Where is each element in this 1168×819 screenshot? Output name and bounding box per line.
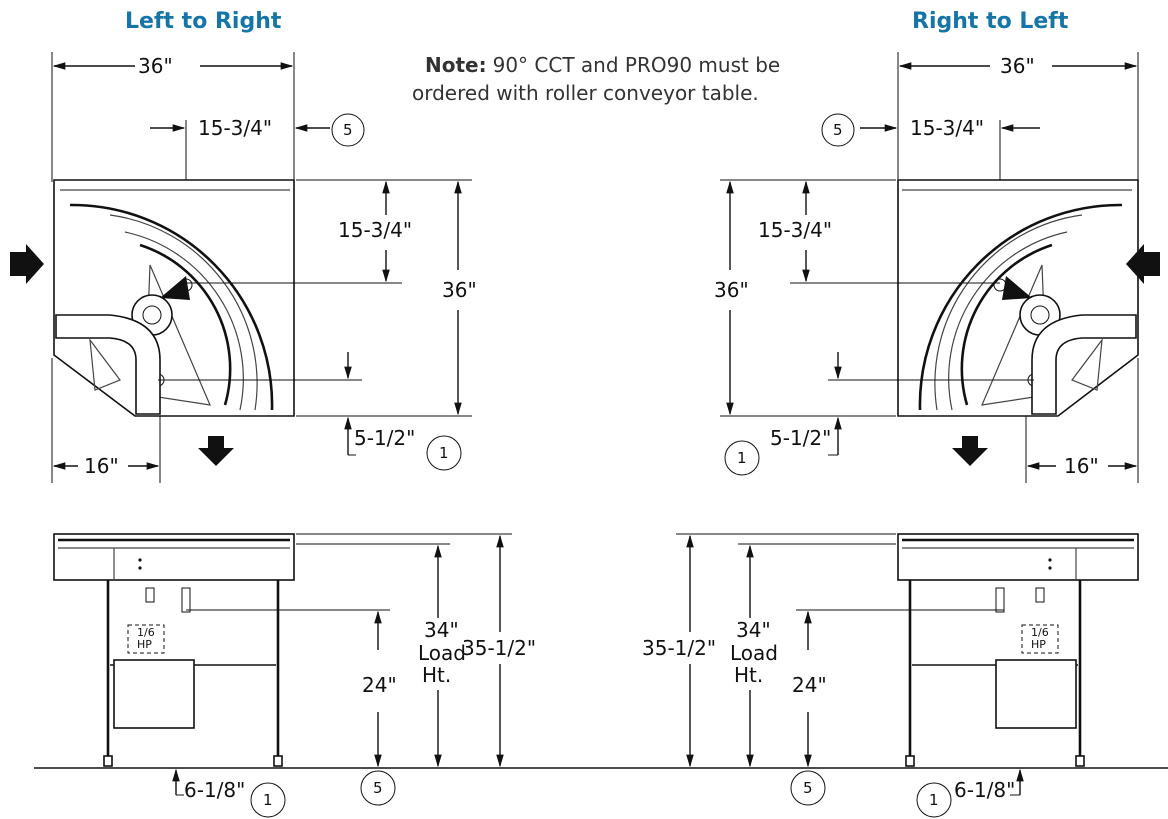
dim-offset-top-left: 15-3/4": [198, 116, 272, 140]
dim-width-right: 36": [1000, 54, 1035, 78]
dim-height-left: 36": [442, 278, 477, 302]
bubble-5-elev-left: [360, 770, 396, 806]
flow-arrow-out-left: [198, 436, 234, 466]
bubble-1-plan-left: [426, 435, 462, 471]
dim-24-right: 24": [792, 673, 827, 697]
svg-text:1: 1: [263, 791, 273, 809]
infeed-section-right: [1031, 314, 1137, 415]
note-label: Note:: [425, 53, 487, 77]
bubble-1-elev-right: [916, 782, 952, 818]
dim-bottom-width-left: 16": [84, 454, 119, 478]
bubble-5-elev-right: [790, 770, 826, 806]
flow-arrow-in-left: [10, 244, 44, 284]
dim-34-right: 34": [736, 618, 771, 642]
dim-ht-left: Ht.: [422, 663, 451, 687]
dim-34-left: 34": [424, 618, 459, 642]
dim-load-left: Load: [418, 641, 466, 665]
motor-hp-fraction-right: 1/6: [1031, 626, 1049, 639]
motor-label-box-right: [1021, 624, 1059, 654]
dim-bottom-offset-left: 5-1/2": [354, 426, 415, 450]
dim-35-right: 35-1/2": [642, 636, 716, 660]
svg-text:Note:90° CCT and PRO90 must be: Note:90° CCT and PRO90 must be: [425, 53, 780, 77]
flow-arrow-inner-right: [1002, 276, 1032, 300]
dim-height-right: 36": [714, 278, 749, 302]
motor-hp-fraction-left: 1/6: [137, 626, 155, 639]
note-line1: 90° CCT and PRO90 must be: [493, 53, 781, 77]
flow-arrow-in-right: [1126, 244, 1160, 284]
bubble-1-elev-left: [250, 782, 286, 818]
dim-35-left: 35-1/2": [462, 636, 536, 660]
dim-foot-right: 6-1/8": [954, 778, 1015, 802]
plan-view-left: 36" 15-3/4" 5 15-3/4" 36": [10, 52, 477, 483]
elevation-right: 1/6 HP 24" 34" Load Ht. 35-1/2" 6-1/8" 1…: [642, 533, 1139, 818]
svg-text:5: 5: [803, 779, 813, 797]
svg-text:1: 1: [439, 444, 449, 462]
svg-text:5: 5: [343, 121, 353, 139]
motor-hp-unit-left: HP: [137, 638, 152, 651]
bubble-5-top-left: [331, 113, 365, 147]
dim-offset-side-right: 15-3/4": [758, 218, 832, 242]
dim-foot-left: 6-1/8": [184, 778, 245, 802]
flow-arrow-inner-left: [160, 276, 190, 300]
gear-motor-box-right: [995, 659, 1077, 729]
motor-hp-unit-right: HP: [1031, 638, 1046, 651]
gear-motor-box-left: [113, 659, 195, 729]
dim-bottom-offset-right: 5-1/2": [770, 426, 831, 450]
svg-text:1: 1: [737, 449, 747, 467]
bubble-5-top-right: [821, 113, 855, 147]
header-right-to-left: Right to Left: [912, 9, 1069, 34]
elevation-left: 1/6 HP 24" 34" Load Ht. 35-1/2" 6-1/8" 1…: [53, 533, 536, 818]
motor-label-box-left: [127, 624, 165, 654]
plan-view-right: 36" 15-3/4" 5 15-3/4" 36" 5-1/2": [714, 52, 1160, 483]
note-block: Note:90° CCT and PRO90 must be ordered w…: [412, 53, 780, 105]
conveyor-curve-outer-left: [69, 203, 274, 411]
conveyor-curve-outer-right: [918, 203, 1123, 411]
header-left-to-right: Left to Right: [125, 9, 282, 34]
svg-text:1: 1: [929, 791, 939, 809]
bubble-1-plan-right: [724, 440, 760, 476]
note-line2: ordered with roller conveyor table.: [412, 81, 759, 105]
dim-offset-top-right: 15-3/4": [910, 116, 984, 140]
dim-bottom-width-right: 16": [1064, 454, 1099, 478]
dim-width-left: 36": [138, 54, 173, 78]
flow-arrow-out-right: [952, 436, 988, 466]
dim-offset-side-left: 15-3/4": [338, 218, 412, 242]
dim-load-right: Load: [730, 641, 778, 665]
svg-text:5: 5: [833, 121, 843, 139]
svg-text:5: 5: [373, 779, 383, 797]
dim-24-left: 24": [362, 673, 397, 697]
infeed-section-left: [55, 314, 161, 415]
dim-ht-right: Ht.: [734, 663, 763, 687]
